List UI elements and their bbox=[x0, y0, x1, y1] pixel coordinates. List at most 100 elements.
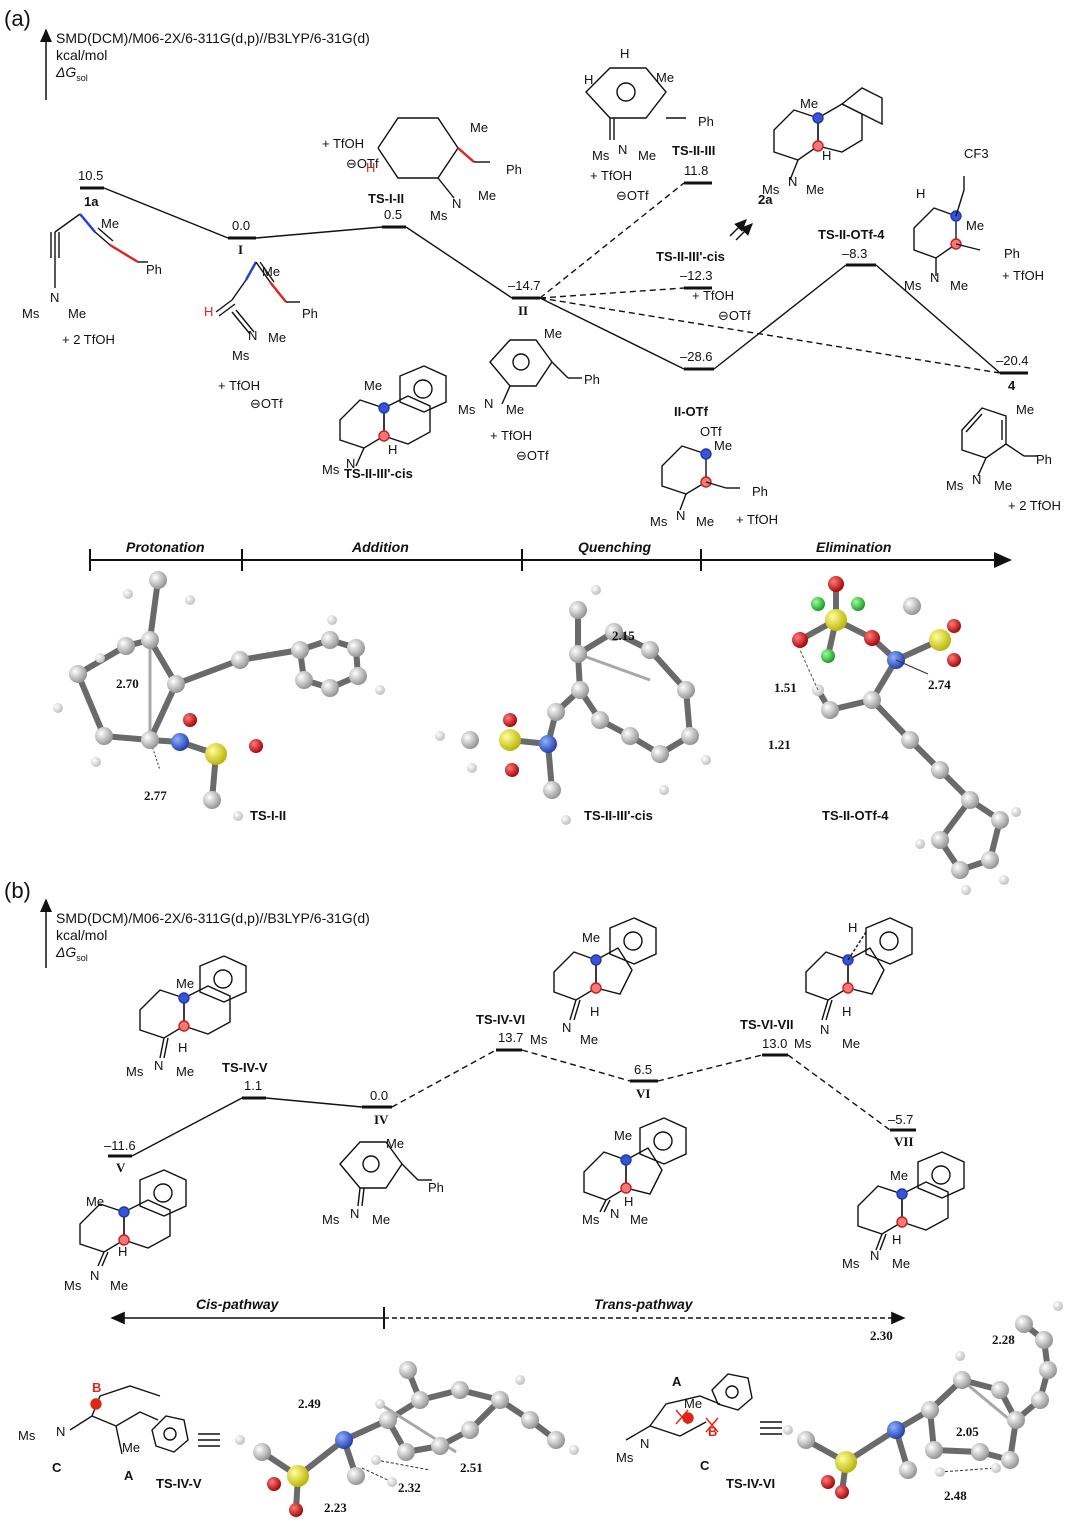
solid-connectors-b bbox=[131, 1097, 363, 1157]
molecule-TS-IV-VI bbox=[553, 917, 657, 1021]
distance-TS-OTf-2: 1.21 bbox=[768, 737, 791, 752]
otf-II: ⊖OTf bbox=[516, 448, 549, 463]
distance-TS-IV-VI-3: 2.05 bbox=[956, 1424, 979, 1439]
atom-h-TS-IV-V: H bbox=[178, 1040, 188, 1055]
molecule-2a bbox=[773, 87, 883, 181]
molecule-V bbox=[79, 1169, 187, 1267]
atom-me-VI: Me bbox=[614, 1128, 633, 1143]
structure-3d-TS-IV-V bbox=[235, 1361, 579, 1517]
ring-label-A-1: A bbox=[124, 1468, 134, 1483]
energy-levels-b bbox=[108, 1048, 916, 1158]
value-I: 0.0 bbox=[232, 218, 251, 233]
value-1a: 10.5 bbox=[78, 168, 104, 183]
value-TS-II-III: 11.8 bbox=[684, 163, 709, 178]
equivalence-sign-2 bbox=[760, 1421, 782, 1435]
atom-me2-II-OTf: Me bbox=[696, 514, 715, 529]
otf-TS-I-II: ⊖OTf bbox=[346, 156, 379, 171]
structure-3d-TS-II-OTf-4 bbox=[792, 576, 1021, 895]
atom-cf3-TS-II-OTf-4: CF3 bbox=[964, 146, 989, 161]
atom-n-conf-1: N bbox=[56, 1424, 66, 1439]
dashed-connectors-a bbox=[539, 182, 1001, 374]
conformer-TS-IV-V bbox=[69, 1385, 189, 1455]
atom-me2-VII: Me bbox=[892, 1256, 911, 1271]
label-II: II bbox=[518, 303, 529, 318]
atom-ms-VI: Ms bbox=[582, 1212, 600, 1227]
atom-n-TS-IV-VI: N bbox=[562, 1020, 572, 1035]
stage-elimination: Elimination bbox=[816, 539, 892, 555]
reagent-TS-cis: + TfOH bbox=[692, 288, 735, 303]
reagent-TS-I-II: + TfOH bbox=[322, 136, 365, 151]
atom-ms-conf-2: Ms bbox=[616, 1450, 634, 1465]
atom-me2-4: Me bbox=[994, 478, 1013, 493]
value-TS-IV-VI: 13.7 bbox=[498, 1030, 524, 1045]
distance-TS-IV-V-4: 2.32 bbox=[398, 1480, 421, 1495]
atom-h-VI: H bbox=[624, 1194, 634, 1209]
atom-ms-TS-IV-VI: Ms bbox=[530, 1032, 548, 1047]
atom-ms-II: Ms bbox=[458, 402, 476, 417]
stage-protonation: Protonation bbox=[126, 539, 205, 555]
atom-n-VI: N bbox=[610, 1206, 620, 1221]
ring-label-C-2: C bbox=[700, 1458, 710, 1473]
label-TS-IV-VI: TS-IV-VI bbox=[476, 1012, 526, 1027]
value-II: –14.7 bbox=[508, 278, 541, 293]
method-line1-a: SMD(DCM)/M06-2X/6-311G(d,p)//B3LYP/6-31G… bbox=[56, 30, 370, 46]
molecule-I bbox=[215, 261, 300, 335]
atom-n-2a: N bbox=[788, 174, 798, 189]
trans-pathway-label: Trans-pathway bbox=[594, 1296, 693, 1312]
atom-me-conf-1: Me bbox=[122, 1440, 141, 1455]
atom-me2-TS-I-II: Me bbox=[478, 188, 497, 203]
atom-n-I: N bbox=[248, 328, 258, 343]
atom-n-4: N bbox=[972, 472, 982, 487]
molecule-TS-VI-VII bbox=[805, 917, 913, 1021]
atom-ms-TS-I-II: Ms bbox=[430, 208, 448, 223]
value-TS-II-III-cis: –12.3 bbox=[680, 268, 713, 283]
panel-a-tag: (a) bbox=[4, 6, 31, 31]
atom-me2-II: Me bbox=[506, 402, 525, 417]
caption-conf-TS-IV-V: TS-IV-V bbox=[156, 1476, 202, 1491]
caption-TS-II-III-cis: TS-II-III'-cis bbox=[344, 466, 413, 481]
atom-n-TS-I-II: N bbox=[452, 196, 462, 211]
atom-ms-II-OTf: Ms bbox=[650, 514, 668, 529]
atom-ms-2a: Ms bbox=[762, 182, 780, 197]
distance-TS-OTf-1: 1.51 bbox=[774, 680, 797, 695]
atom-n-IV: N bbox=[350, 1206, 360, 1221]
method-line1-b: SMD(DCM)/M06-2X/6-311G(d,p)//B3LYP/6-31G… bbox=[56, 910, 370, 926]
value-VI: 6.5 bbox=[634, 1062, 653, 1077]
method-line3-b: ΔGsol bbox=[56, 944, 88, 963]
caption-3d-TS-cis: TS-II-III'-cis bbox=[584, 808, 653, 823]
atom-me-TS-I-II: Me bbox=[470, 120, 489, 135]
reagent-II-OTf: + TfOH bbox=[736, 512, 779, 527]
value-4: –20.4 bbox=[996, 353, 1029, 368]
atom-h2-TS-VI-VII: H bbox=[842, 1004, 852, 1019]
distance-TS-IV-VI-4: 2.48 bbox=[944, 1488, 967, 1503]
atom-ms-conf-1: Ms bbox=[18, 1428, 36, 1443]
atom-ph-4: Ph bbox=[1036, 452, 1052, 467]
atom-h-TS-II-III: H bbox=[620, 46, 630, 61]
atom-ms-1a: Ms bbox=[22, 306, 40, 321]
reagent-TS-II-III: + TfOH bbox=[590, 168, 633, 183]
atom-ms-V: Ms bbox=[64, 1278, 82, 1293]
method-header-b: SMD(DCM)/M06-2X/6-311G(d,p)//B3LYP/6-31G… bbox=[56, 910, 370, 967]
label-1a: 1a bbox=[84, 194, 99, 209]
structure-3d-TS-I-II bbox=[53, 571, 385, 821]
atom-h-TS-II-OTf-4: H bbox=[916, 186, 926, 201]
reagent-4: + 2 TfOH bbox=[1008, 498, 1061, 513]
label-I: I bbox=[238, 242, 244, 257]
atom-h-2a: H bbox=[822, 148, 832, 163]
atom-n-VII: N bbox=[870, 1248, 880, 1263]
method-line2-b: kcal/mol bbox=[56, 927, 108, 943]
atom-n-TS-cis: N bbox=[346, 456, 356, 471]
atom-n-1a: N bbox=[50, 290, 60, 305]
label-IV: IV bbox=[374, 1112, 389, 1127]
reagent-TS-II-OTf-4: + TfOH bbox=[1002, 268, 1045, 283]
distance-TS-I-II-1: 2.70 bbox=[116, 676, 139, 691]
label-4: 4 bbox=[1008, 378, 1016, 393]
atom-me2-TS-IV-VI: Me bbox=[580, 1032, 599, 1047]
label-TS-II-III-cis: TS-II-III'-cis bbox=[656, 249, 725, 264]
ring-label-A-2: A bbox=[672, 1374, 682, 1389]
molecule-II bbox=[489, 339, 582, 405]
atom-ph-I: Ph bbox=[302, 306, 318, 321]
stage-timeline bbox=[89, 549, 1012, 571]
atom-me2-V: Me bbox=[110, 1278, 129, 1293]
otf-I: ⊖OTf bbox=[250, 396, 283, 411]
